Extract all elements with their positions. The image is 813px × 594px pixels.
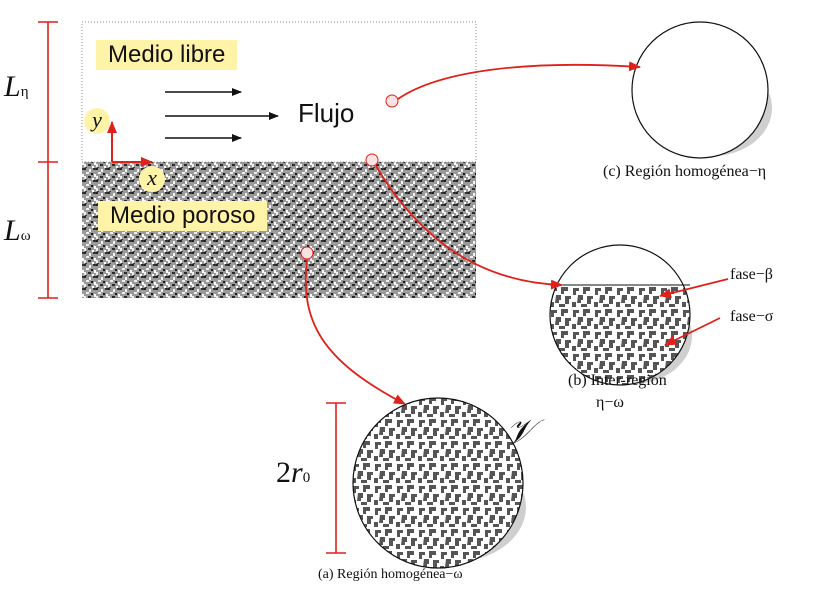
axes [107,121,153,167]
region-b-caption-line2: η−ω [596,394,624,411]
region-c-caption: (c) Región homogénea−η [603,163,767,180]
circle-region-omega [352,397,526,569]
diameter-label: 2r0 [276,456,311,489]
axis-y-label: y [84,108,110,134]
flujo-label: Flujo [298,98,355,128]
region-a-caption: (a) Región homogénea−ω [318,567,463,582]
connector-curves [304,61,729,405]
flow-arrows [165,88,279,142]
fase-sigma-label: fase−σ [730,308,774,325]
dimension-bars [38,21,346,554]
medio-libre-label: Medio libre [96,40,238,70]
circle-inter-region [549,244,692,386]
medio-poroso-label: Medio poroso [98,201,268,231]
sample-point-interface [365,153,379,167]
volume-symbol: 𝒱 [506,414,535,451]
sample-point-eta [385,94,399,108]
L-omega-label: Lω [4,214,31,247]
fase-beta-label: fase−β [730,266,773,283]
sample-point-omega [300,246,314,260]
circle-region-eta [631,21,772,159]
region-b-caption-line1: (b) Inter-región [568,372,667,389]
axis-x-label: x [139,166,165,192]
L-eta-label: Lη [4,70,29,103]
sample-points [300,94,399,260]
